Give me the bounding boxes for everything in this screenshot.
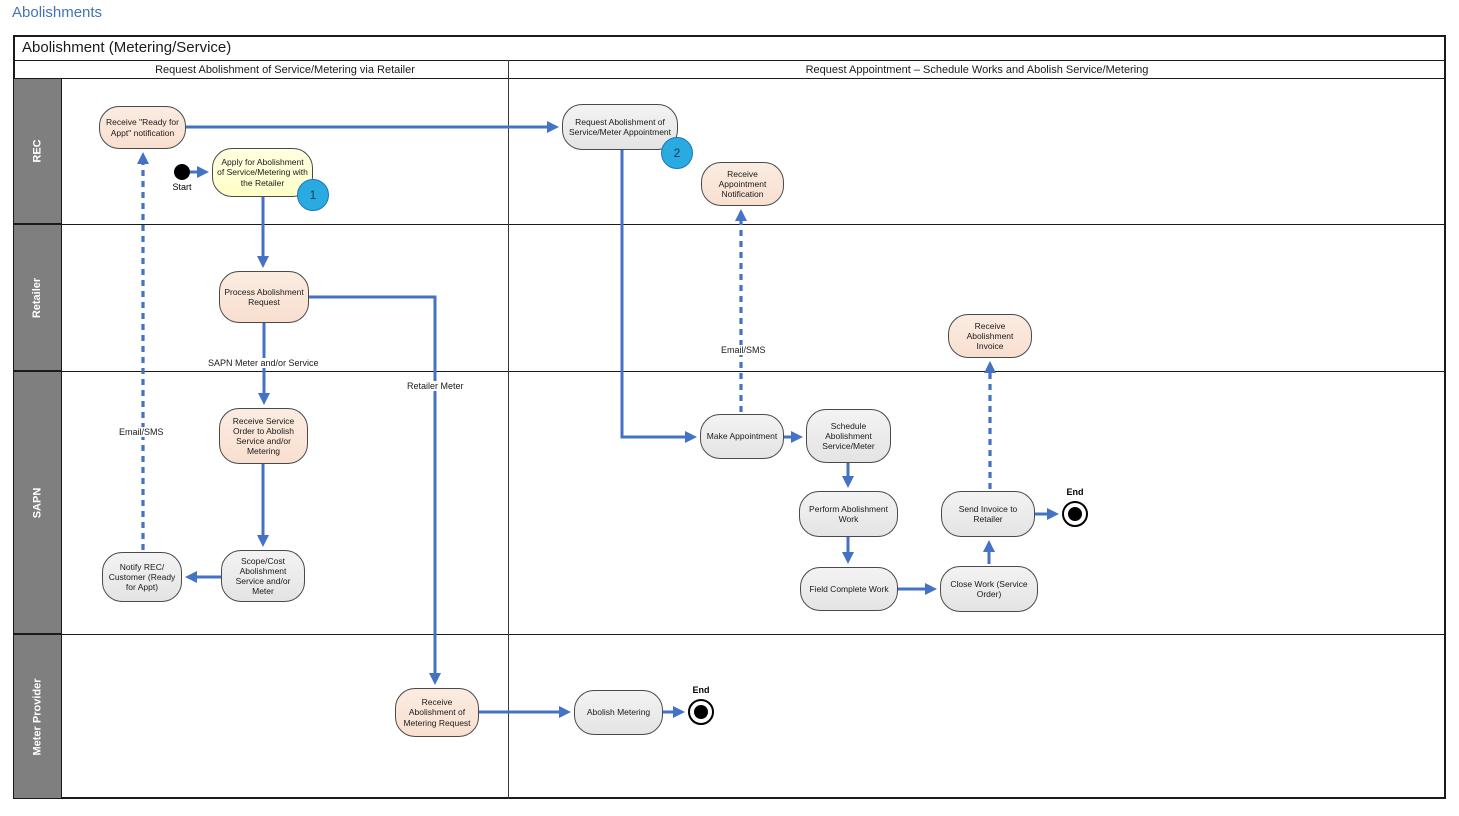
start-label: Start [172, 182, 192, 192]
task-request-abolishment-appointment: Request Abolishment of Service/Meter App… [562, 104, 678, 150]
task-notify-rec-customer: Notify REC/ Customer (Ready for Appt) [102, 552, 182, 602]
task-receive-abolishment-metering-request: Receive Abolishment of Metering Request [395, 688, 479, 737]
end-event-meter-provider [688, 699, 714, 725]
end-label-meter-provider: End [692, 685, 710, 695]
task-abolish-metering: Abolish Metering [574, 690, 663, 735]
diagram-title: Abolishment (Metering/Service) [22, 39, 232, 56]
column-header-left: Request Abolishment of Service/Metering … [155, 63, 415, 76]
task-perform-abolishment-work: Perform Abolishment Work [799, 491, 898, 537]
task-make-appointment: Make Appointment [700, 414, 784, 459]
step-2-badge: 2 [661, 137, 693, 169]
step-1-badge: 1 [297, 179, 329, 211]
task-process-abolishment-request: Process Abolishment Request [219, 271, 309, 323]
task-send-invoice: Send Invoice to Retailer [941, 491, 1035, 537]
header-divider [13, 78, 1446, 79]
column-header-right: Request Appointment – Schedule Works and… [805, 63, 1149, 76]
end-event-sapn [1062, 501, 1088, 527]
lane-label-meter-provider: Meter Provider [13, 634, 62, 799]
task-schedule-abolishment: Schedule Abolishment Service/Meter [806, 409, 891, 463]
lane-divider-retailer-sapn [13, 371, 1446, 372]
end-label-sapn: End [1066, 487, 1084, 497]
task-receive-abolishment-invoice: Receive Abolishment Invoice [948, 314, 1032, 358]
task-receive-ready-notification: Receive "Ready for Appt" notification [99, 106, 186, 149]
task-close-work: Close Work (Service Order) [940, 566, 1038, 612]
edge-label-email-sms-right: Email/SMS [719, 345, 768, 355]
lane-label-retailer: Retailer [13, 224, 62, 371]
task-receive-appointment-notification: Receive Appointment Notification [701, 162, 784, 206]
lane-label-rec: REC [13, 78, 62, 224]
lane-divider-rec-retailer [13, 224, 1446, 225]
task-scope-cost: Scope/Cost Abolishment Service and/or Me… [221, 550, 305, 602]
task-apply-abolishment: Apply for Abolishment of Service/Meterin… [212, 148, 313, 197]
column-divider [508, 60, 509, 799]
lane-divider-sapn-meter [13, 634, 1446, 635]
edge-label-retailer-meter: Retailer Meter [405, 381, 466, 391]
task-receive-service-order: Receive Service Order to Abolish Service… [219, 408, 308, 464]
edge-label-sapn-meter: SAPN Meter and/or Service [206, 358, 321, 368]
task-field-complete-work: Field Complete Work [800, 567, 898, 611]
page-title: Abolishments [12, 4, 103, 21]
start-event [174, 164, 190, 180]
edge-label-email-sms-left: Email/SMS [117, 427, 166, 437]
title-divider [13, 60, 1446, 61]
lane-label-sapn: SAPN [13, 371, 62, 634]
